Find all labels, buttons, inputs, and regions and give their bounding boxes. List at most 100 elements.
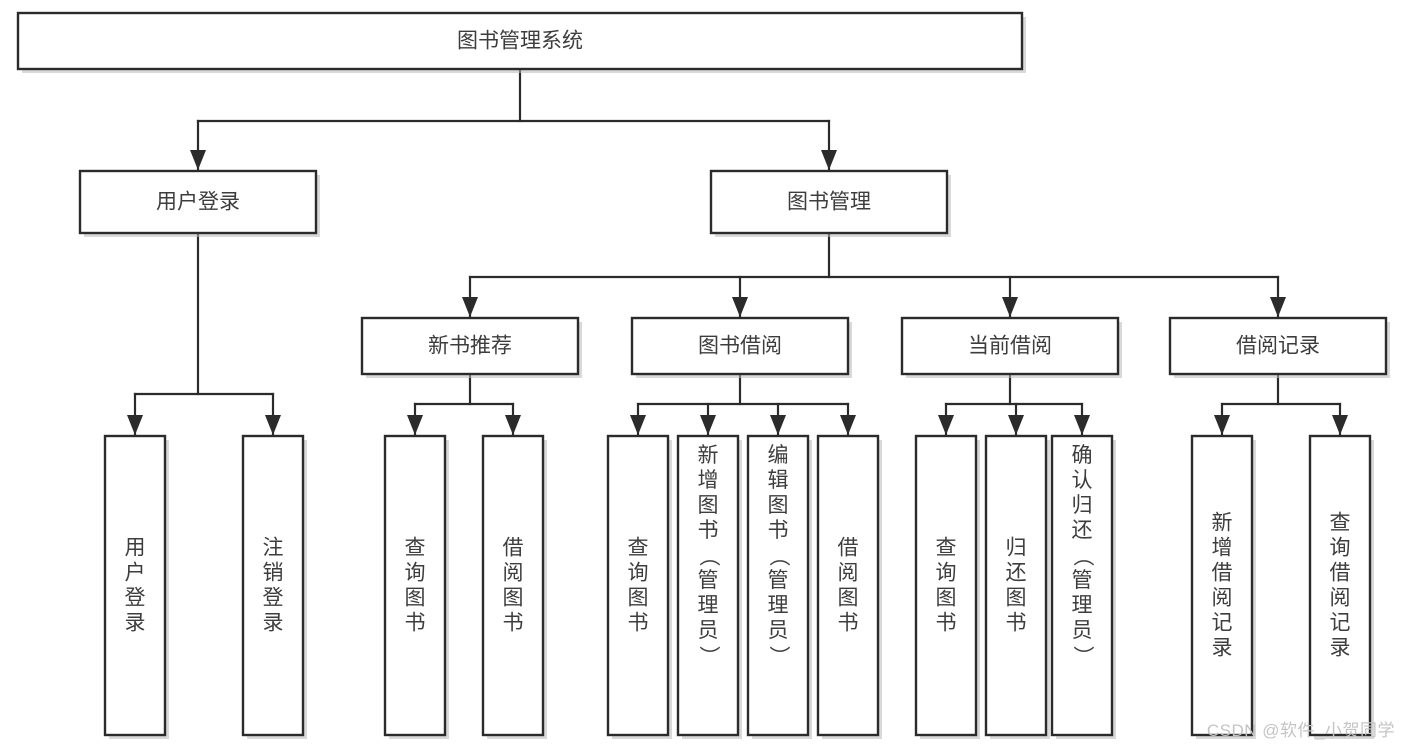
node-level3-0[interactable]: 新书推荐 [360, 316, 582, 378]
node-label-char: 管 [698, 569, 719, 592]
box-outline [1168, 316, 1388, 376]
box-outline [16, 11, 1024, 71]
node-label-char: 阅 [1330, 587, 1351, 610]
node-label-char: 理 [698, 594, 719, 617]
node-label-char: 归 [1006, 537, 1027, 560]
node-label-char: 书 [936, 612, 957, 635]
node-label-char: 用 [125, 537, 146, 560]
node-leaf-0[interactable]: 用户登录 [103, 434, 169, 739]
node-label-char: 书 [698, 519, 719, 542]
node-level3-2[interactable]: 当前借阅 [900, 316, 1122, 378]
arrow-head [700, 415, 716, 435]
node-label: 当前借阅 [968, 335, 1052, 358]
node-level2-1[interactable]: 图书管理 [709, 169, 951, 237]
node-label-char: 还 [1072, 519, 1093, 542]
box-outline [630, 316, 850, 376]
node-label-char: 归 [1072, 494, 1093, 517]
arrow-head [1002, 297, 1018, 317]
box-outline [606, 434, 670, 737]
arrow-head [1074, 415, 1090, 435]
arrow-head [770, 415, 786, 435]
node-label-char: 员 [698, 619, 719, 642]
node-label-char: ） [1071, 646, 1094, 667]
box-outline [103, 434, 167, 737]
node-label-char: （ [767, 546, 790, 567]
node-label-char: 图 [628, 587, 649, 610]
node-label-char: 询 [936, 562, 957, 585]
node-label-char: （ [697, 546, 720, 567]
node-label: 图书管理系统 [457, 30, 583, 53]
node-level2-0[interactable]: 用户登录 [78, 169, 320, 237]
box-outline [709, 169, 949, 235]
arrow-head [407, 415, 423, 435]
arrow-head [1214, 415, 1230, 435]
node-label: 用户登录 [156, 191, 240, 214]
node-label-char: 书 [628, 612, 649, 635]
node-label-char: 图 [838, 587, 859, 610]
arrow-head [505, 415, 521, 435]
node-label-char: 图 [1006, 587, 1027, 610]
node-root-图书管理系统[interactable]: 图书管理系统 [16, 11, 1026, 73]
node-label-char: 书 [503, 612, 524, 635]
node-label-char: 辑 [768, 469, 789, 492]
node-label: 新书推荐 [428, 335, 512, 358]
watermark-text: CSDN @软件_小贺同学 [1206, 721, 1395, 740]
node-label-char: 销 [263, 562, 284, 585]
node-label-char: 户 [125, 562, 146, 585]
node-label-char: 员 [768, 619, 789, 642]
node-label: 图书管理 [787, 191, 871, 214]
arrow-head [1332, 415, 1348, 435]
arrow-head [821, 150, 837, 170]
node-label-char: ） [697, 646, 720, 667]
box-outline [78, 169, 318, 235]
node-label-char: （ [1071, 546, 1094, 567]
box-outline [914, 434, 978, 737]
node-label-char: 管 [768, 569, 789, 592]
node-label-char: 书 [768, 519, 789, 542]
node-level3-3[interactable]: 借阅记录 [1168, 316, 1390, 378]
node-label-char: 录 [263, 612, 284, 635]
node-label-char: 书 [1006, 612, 1027, 635]
node-label-char: 录 [1330, 637, 1351, 660]
node-label-char: 记 [1212, 612, 1233, 635]
box-outline [984, 434, 1048, 737]
arrow-head [840, 415, 856, 435]
node-label-char: 理 [1072, 594, 1093, 617]
node-label-char: 认 [1072, 469, 1093, 492]
node-level3-1[interactable]: 图书借阅 [630, 316, 852, 378]
arrow-head [190, 150, 206, 170]
arrow-head [732, 297, 748, 317]
box-outline [676, 434, 740, 737]
connector-layer [127, 67, 1348, 436]
node-layer: 图书管理系统用户登录图书管理新书推荐图书借阅当前借阅借阅记录用户登录注销登录查询… [16, 11, 1390, 739]
node-label-char: 增 [1212, 537, 1233, 560]
box-outline [900, 316, 1120, 376]
node-label-char: 员 [1072, 619, 1093, 642]
node-label-char: ） [767, 646, 790, 667]
box-outline [360, 316, 580, 376]
node-label-char: 查 [628, 537, 649, 560]
node-label-char: 借 [1330, 562, 1351, 585]
node-label-char: 注 [263, 537, 284, 560]
node-label-char: 图 [405, 587, 426, 610]
node-label-char: 编 [768, 444, 789, 467]
box-outline [746, 434, 810, 737]
arrow-head [1270, 297, 1286, 317]
arrow-head [462, 297, 478, 317]
box-outline [481, 434, 545, 737]
node-label-char: 阅 [503, 562, 524, 585]
